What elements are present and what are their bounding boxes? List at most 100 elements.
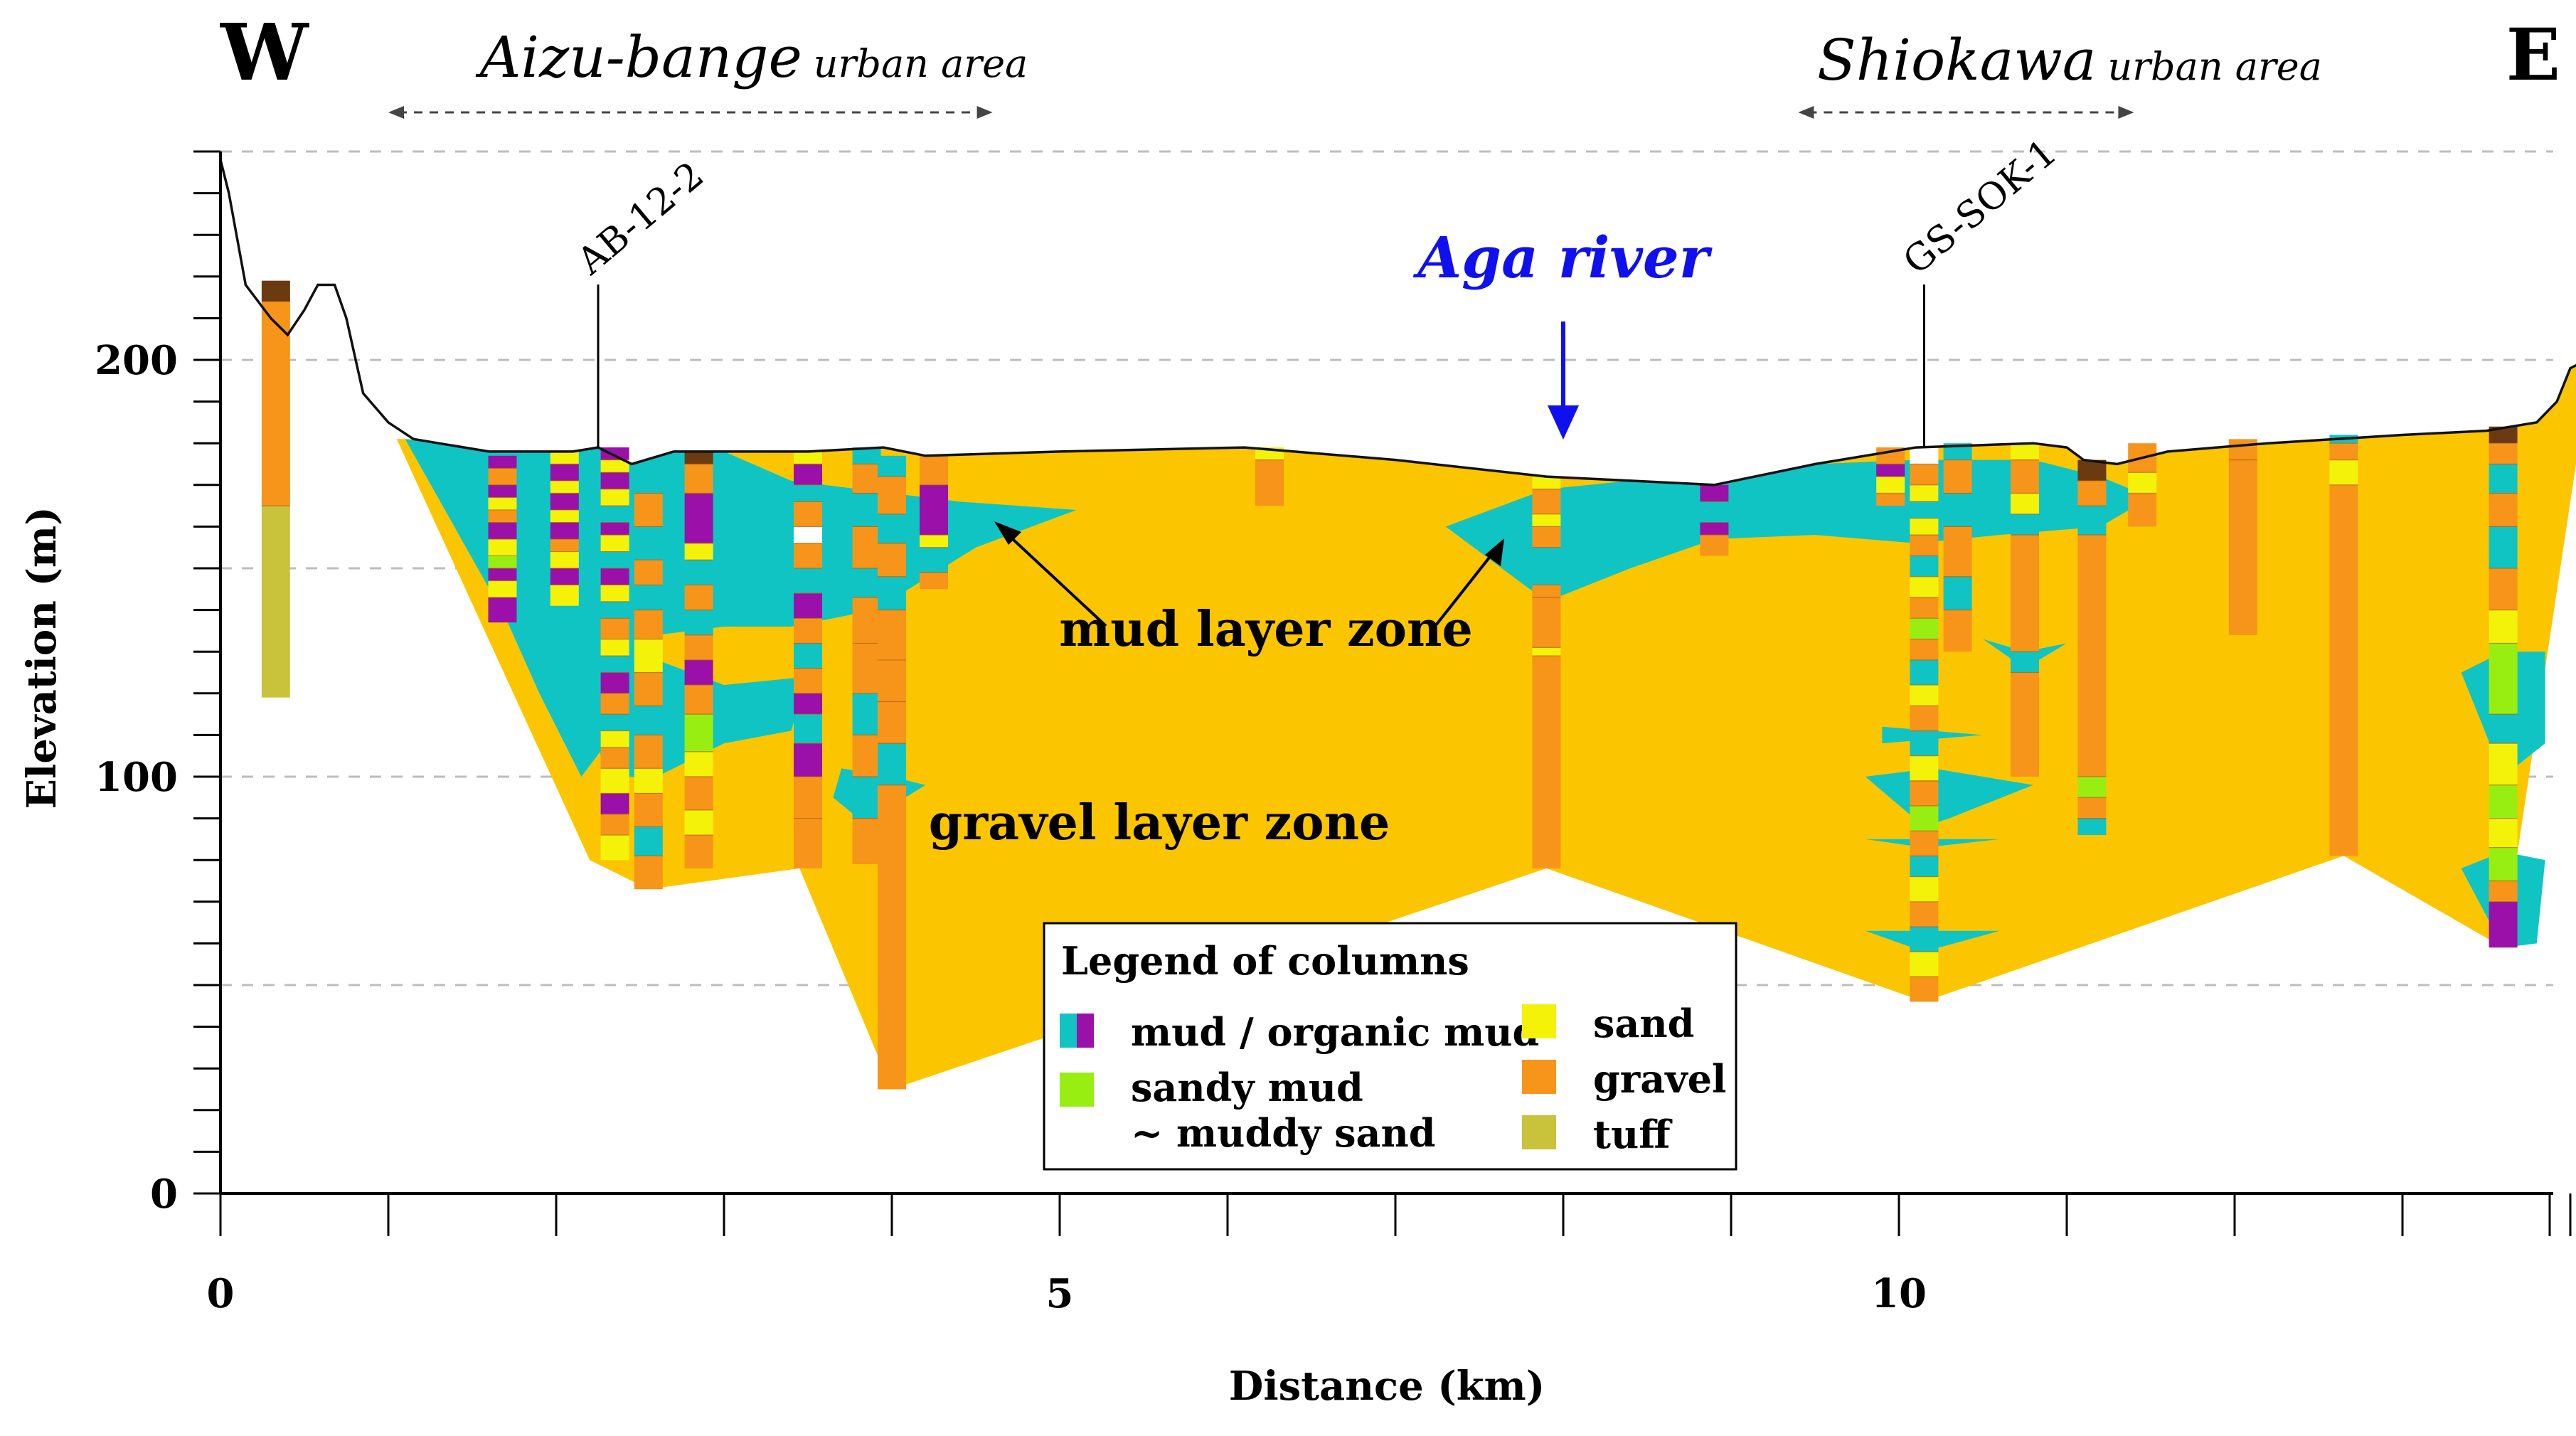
borehole-columns: [261, 280, 2518, 1090]
mud-layer-zone-label: mud layer zone: [1059, 601, 1472, 658]
layer-organic_mud: [794, 743, 822, 777]
layer-gravel: [1700, 535, 1729, 556]
layer-mud: [1943, 493, 1972, 527]
layer-sand: [600, 459, 629, 473]
borehole-column-2: [550, 451, 579, 606]
legend-label-sandy-mud: sandy mud: [1131, 1065, 1363, 1110]
x-tick-label-5: 5: [1046, 1270, 1074, 1317]
layer-mud: [2489, 714, 2518, 744]
layer-gravel: [2011, 672, 2039, 777]
layer-gravel: [878, 477, 906, 514]
layer-mud: [634, 706, 663, 735]
layer-tuff: [261, 506, 290, 698]
layer-gravel: [878, 543, 906, 577]
layer-gravel: [634, 793, 663, 827]
legend-swatch-gravel: [1522, 1060, 1556, 1094]
mud-pointer-arrow-left: [1001, 528, 1107, 627]
layer-mud: [2489, 526, 2518, 568]
layer-gravel: [488, 468, 517, 485]
layer-sand: [550, 551, 579, 568]
borehole-column-9: [920, 455, 948, 590]
layer-gravel: [852, 818, 881, 865]
layer-gravel: [2011, 535, 2039, 652]
layer-gravel: [1532, 489, 1561, 514]
layer-soil: [261, 280, 290, 302]
layer-gravel: [684, 835, 713, 868]
layer-sand: [2489, 743, 2518, 785]
layer-sand: [600, 585, 629, 602]
urban-arrowhead-right-0: [976, 106, 993, 119]
layer-gravel: [852, 597, 881, 644]
layer-sandy_mud: [2489, 847, 2518, 881]
borehole-column-0: [261, 280, 290, 698]
layer-organic_mud: [488, 455, 517, 469]
east-direction-label: E: [2506, 13, 2560, 97]
borehole-column-20: [2329, 435, 2358, 856]
mud-zone-pointer-arrows: [994, 521, 1504, 630]
layer-gravel: [794, 777, 822, 819]
urban-arrowhead-right-1: [2118, 106, 2134, 119]
layer-gravel: [878, 659, 906, 702]
layer-organic_mud: [600, 568, 629, 585]
layer-gravel: [600, 618, 629, 639]
layer-organic_mud: [684, 493, 713, 543]
layer-organic_mud: [1700, 484, 1729, 502]
legend-label-muddy-sand: ~ muddy sand: [1131, 1110, 1436, 1156]
layer-gravel: [794, 618, 822, 644]
layer-organic_mud: [550, 568, 579, 585]
layer-gravel: [2228, 459, 2257, 635]
layer-mud: [2011, 514, 2039, 536]
layer-sand: [488, 497, 517, 510]
ground-surface: [219, 159, 2576, 486]
layer-gravel: [878, 785, 906, 1090]
layer-mud: [1910, 856, 1939, 877]
layer-gravel: [684, 634, 713, 660]
layer-mud: [794, 484, 822, 502]
borehole-column-21: [2489, 426, 2518, 948]
layer-sand: [600, 639, 629, 656]
layer-white: [1910, 447, 1939, 464]
layer-gravel: [794, 501, 822, 527]
legend-label-gravel: gravel: [1593, 1056, 1726, 1102]
layer-organic_mud: [794, 464, 822, 485]
layer-gravel: [852, 464, 881, 494]
layer-gravel: [1532, 656, 1561, 868]
layer-sandy_mud: [1910, 618, 1939, 639]
layer-mud: [634, 826, 663, 856]
y-tick-label-100: 100: [95, 754, 178, 801]
layer-sandy_mud: [2489, 643, 2518, 715]
legend-label-sand: sand: [1593, 1001, 1694, 1046]
mud-zone-polygon-3: [1445, 459, 2151, 602]
layer-organic_mud: [488, 522, 517, 539]
layer-organic_mud: [600, 472, 629, 489]
layer-gravel: [794, 818, 822, 868]
layer-mud: [600, 656, 629, 673]
legend-swatch-sand: [1522, 1004, 1556, 1038]
layer-organic_mud: [600, 447, 629, 460]
layer-sand: [634, 639, 663, 673]
layer-mud: [878, 455, 906, 477]
layer-gravel: [2489, 568, 2518, 610]
borehole-ab-12-2-label: AB-12-2: [569, 154, 712, 283]
layer-sand: [550, 480, 579, 494]
layer-gravel: [1910, 706, 1939, 731]
borehole-column-3: [600, 447, 629, 861]
layer-organic_mud: [920, 484, 948, 536]
layer-mud: [1532, 547, 1561, 585]
borehole-column-15: [1943, 443, 1972, 652]
layer-sand: [1910, 876, 1939, 902]
layer-sand: [1910, 518, 1939, 536]
layer-mud: [600, 601, 629, 619]
mud-pointer-arrowhead-right: [1485, 538, 1504, 566]
layer-organic_mud: [550, 522, 579, 539]
layer-soil: [2077, 459, 2107, 481]
borehole-column-4: [634, 464, 663, 890]
layer-mud: [1910, 501, 1939, 518]
borehole-column-19: [2228, 439, 2257, 635]
layer-sand: [1910, 576, 1939, 598]
layer-gravel: [684, 685, 713, 715]
layer-mud: [878, 576, 906, 610]
layer-sandy_mud: [2489, 785, 2518, 819]
layer-mud: [1910, 730, 1939, 756]
layer-sand: [600, 535, 629, 552]
